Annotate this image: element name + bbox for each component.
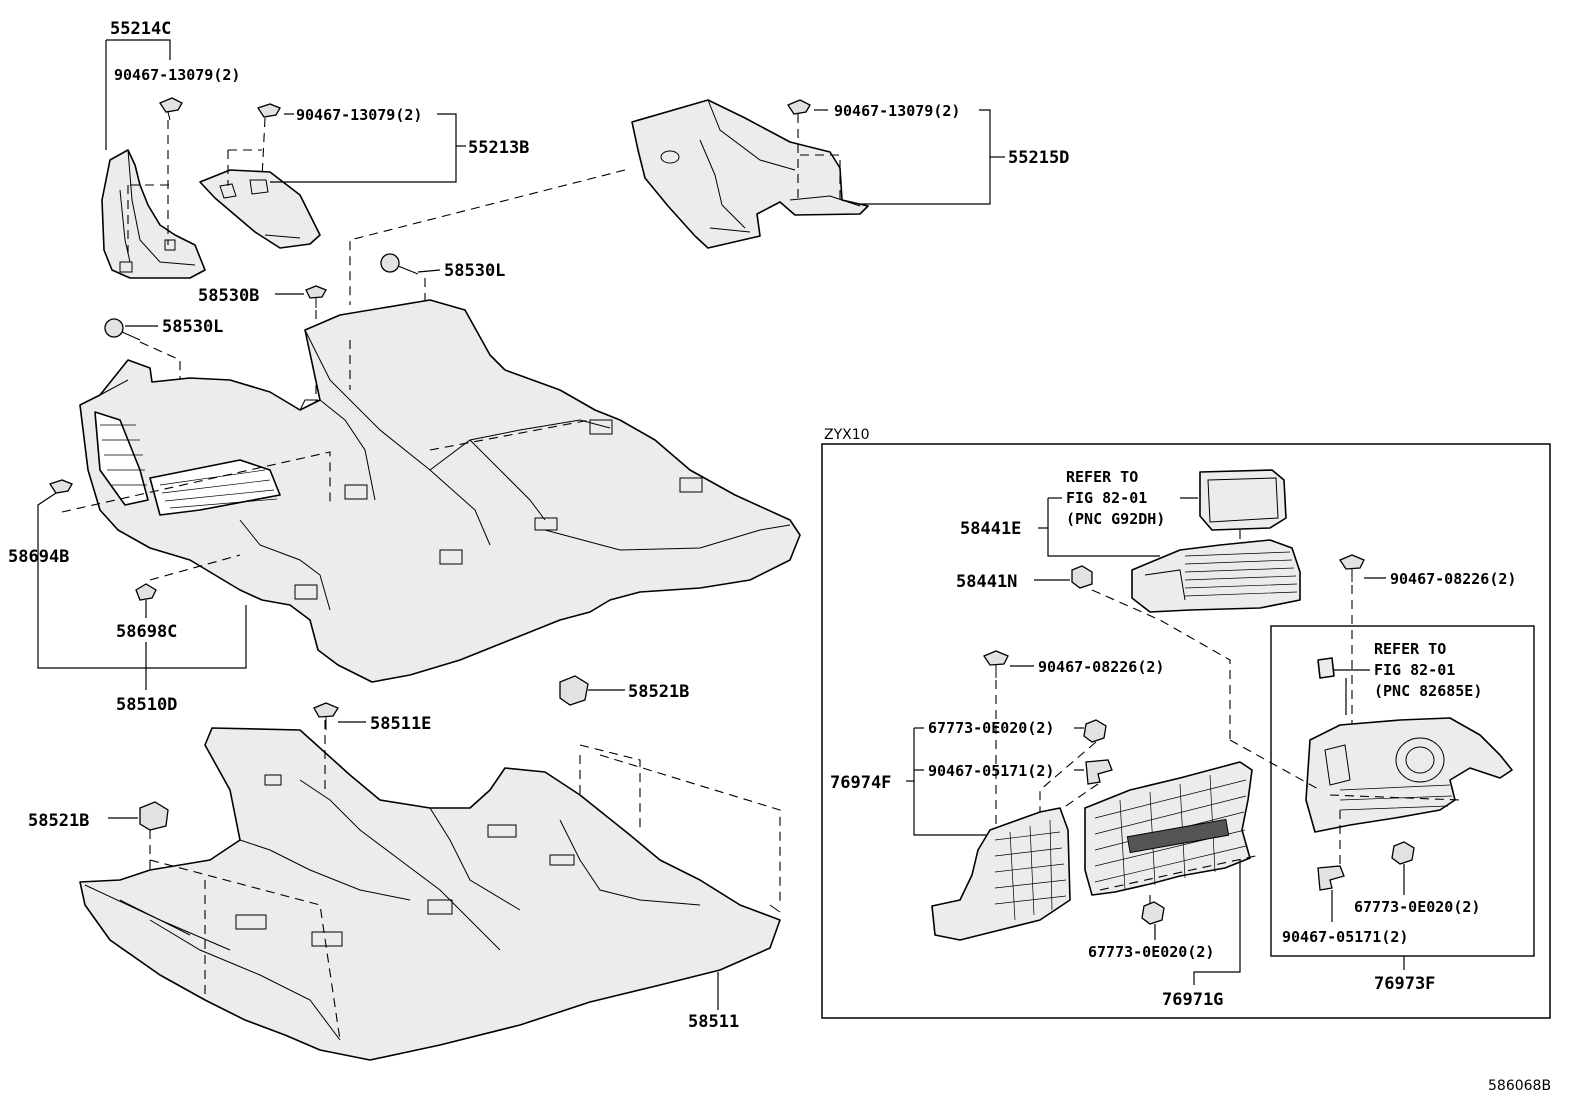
retainer-clip-icon — [1317, 865, 1345, 891]
part-58511-silencer[interactable] — [79, 727, 781, 1061]
label-fastener-8: 67773-0E020(2) — [1354, 898, 1480, 916]
part-58510D-carpet[interactable] — [79, 299, 801, 683]
push-clip-icon — [1083, 719, 1107, 743]
label-58521B-right: 58521B — [628, 682, 689, 702]
pin-icon — [313, 702, 339, 730]
clip-icon — [787, 99, 811, 115]
pnc-ref-1: (PNC G92DH) — [1066, 510, 1165, 528]
label-fastener-4: 90467-08226(2) — [1390, 570, 1516, 588]
fig-ref-1: FIG 82-01 — [1066, 489, 1147, 507]
push-clip-icon — [1141, 901, 1165, 925]
clip-icon — [1339, 554, 1365, 582]
screw-icon — [1071, 565, 1093, 589]
label-fastener-3: 90467-13079(2) — [834, 102, 960, 120]
label-fastener-2: 90467-13079(2) — [296, 106, 422, 124]
part-76971G[interactable] — [1084, 761, 1253, 896]
variant-box-label: ZYX10 — [824, 427, 870, 443]
label-fastener-5: 90467-08226(2) — [1038, 658, 1164, 676]
label-55214C: 55214C — [110, 19, 171, 39]
label-58530B: 58530B — [198, 286, 259, 306]
label-58510D: 58510D — [116, 695, 177, 715]
fig-ref-2: FIG 82-01 — [1374, 661, 1455, 679]
part-G92DH-reference[interactable] — [1199, 469, 1287, 531]
label-58441E: 58441E — [960, 519, 1021, 539]
label-fastener-10: 90467-05171(2) — [1282, 928, 1408, 946]
clip-icon — [983, 650, 1009, 678]
screw-icon — [104, 318, 141, 341]
retainer-clip-icon — [1085, 759, 1113, 785]
label-58441N: 58441N — [956, 572, 1017, 592]
label-fastener-9: 67773-0E020(2) — [1088, 943, 1214, 961]
label-55215D: 55215D — [1008, 148, 1069, 168]
label-58511E: 58511E — [370, 714, 431, 734]
part-76974F[interactable] — [931, 807, 1071, 941]
push-clip-icon — [1391, 841, 1415, 865]
pin-icon — [305, 285, 327, 308]
refer-to-2: REFER TO — [1374, 640, 1446, 658]
clip-icon — [135, 583, 157, 601]
part-58441E[interactable] — [1131, 539, 1301, 613]
label-76971G: 76971G — [1162, 990, 1223, 1010]
label-76974F: 76974F — [830, 773, 891, 793]
label-76973F: 76973F — [1374, 974, 1435, 994]
label-58530L-top: 58530L — [444, 261, 505, 281]
part-82685E-reference[interactable] — [1317, 657, 1335, 679]
label-55213B: 55213B — [468, 138, 529, 158]
part-55214C[interactable] — [101, 149, 206, 279]
clip-icon — [48, 479, 73, 494]
pnc-ref-2: (PNC 82685E) — [1374, 682, 1482, 700]
label-fastener-1: 90467-13079(2) — [114, 66, 240, 84]
variant-box-zyx10 — [821, 443, 1551, 1019]
label-fastener-7: 90467-05171(2) — [928, 762, 1054, 780]
label-58521B-left: 58521B — [28, 811, 89, 831]
label-58530L-left: 58530L — [162, 317, 223, 337]
grommet-icon — [559, 675, 589, 706]
part-76973F[interactable] — [1305, 717, 1513, 833]
clip-icon — [256, 103, 281, 118]
part-55215D[interactable] — [631, 99, 869, 249]
clip-icon — [159, 97, 183, 121]
refer-to-1: REFER TO — [1066, 468, 1138, 486]
label-fastener-6: 67773-0E020(2) — [928, 719, 1054, 737]
grommet-icon — [139, 801, 169, 831]
label-58698C: 58698C — [116, 622, 177, 642]
label-58694B: 58694B — [8, 547, 69, 567]
figure-number: 586068B — [1488, 1078, 1551, 1094]
screw-icon — [380, 253, 419, 275]
subassembly-box-76973F — [1270, 625, 1535, 957]
label-58511: 58511 — [688, 1012, 739, 1032]
